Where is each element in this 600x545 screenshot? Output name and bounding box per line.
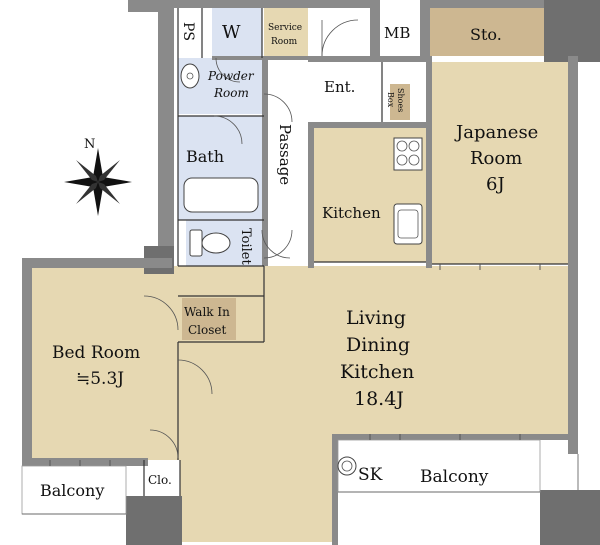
window-ticks (49, 264, 541, 466)
wall-mb-right (420, 0, 430, 62)
wall-service-bottom (212, 56, 310, 60)
label-kitchen: Kitchen (322, 204, 381, 222)
kitchen-sink (393, 203, 423, 245)
shoes-box-floor (390, 84, 410, 120)
label-closet: Clo. (148, 473, 172, 487)
label-service-room-1: Service (268, 23, 302, 33)
label-powder-room-1: Powder (207, 69, 255, 83)
wall-top-right (420, 0, 548, 8)
label-mb: MB (384, 24, 410, 42)
balcony-left-area (21, 465, 127, 515)
wall-bedroom-top (22, 258, 172, 268)
japanese-room-floor (432, 62, 568, 264)
label-powder-room-2: Room (213, 86, 249, 100)
wall-ldk-bottom (336, 434, 570, 440)
label-bedroom-1: Bed Room (52, 343, 140, 363)
stove-top (393, 137, 423, 171)
wall-bedroom-bottom (22, 458, 148, 466)
label-living-4: 18.4J (354, 388, 404, 410)
label-japanese-room-1: Japanese (454, 122, 538, 143)
label-toilet: Toilet (238, 228, 253, 265)
label-bath: Bath (186, 147, 224, 166)
label-walk-in-closet-2: Closet (188, 323, 227, 337)
door-swings (143, 19, 359, 459)
label-living-3: Kitchen (340, 361, 414, 383)
label-balcony-left: Balcony (40, 481, 104, 500)
label-bedroom-2: ≒5.3J (76, 369, 124, 389)
label-shoes-box-1: Shoes (396, 88, 405, 112)
label-service-room-2: Room (271, 37, 298, 47)
balcony-right-area (337, 439, 541, 493)
compass-label: N (84, 137, 95, 152)
wall-kitchen-top (308, 122, 428, 128)
wall-japanese-left (426, 56, 432, 268)
label-living-1: Living (346, 307, 406, 329)
powder-basin (180, 63, 200, 89)
bathtub (183, 177, 259, 213)
toilet-bowl (201, 232, 231, 254)
wall-right (568, 56, 578, 454)
wall-right-pillar-top (544, 0, 600, 62)
service-room-floor (264, 8, 308, 56)
bedroom-floor (30, 266, 178, 462)
label-sk: SK (358, 465, 383, 485)
wall-kitchen-left (308, 122, 314, 268)
storage-floor (430, 8, 544, 56)
label-storage: Sto. (470, 25, 502, 44)
wall-entrance-top (308, 56, 430, 62)
toilet-tank (189, 229, 203, 257)
label-walk-in-closet-1: Walk In (184, 305, 230, 319)
wall-bottom-left-pillar (126, 496, 182, 545)
w-floor (212, 8, 262, 56)
wall-left-upper (158, 0, 174, 268)
compass-rose-icon (64, 148, 132, 216)
living-dining-kitchen-floor (178, 266, 570, 436)
label-living-2: Dining (346, 334, 410, 356)
wall-bath-right (262, 58, 268, 266)
label-passage: Passage (276, 124, 294, 185)
label-ps: PS (180, 22, 196, 41)
label-entrance: Ent. (324, 78, 355, 96)
sk-drain (337, 456, 357, 476)
label-japanese-room-3: 6J (486, 174, 505, 195)
closet-floor (144, 460, 180, 496)
label-balcony-right: Balcony (420, 467, 489, 487)
wall-ldk-step (332, 434, 338, 545)
living-lower-floor (178, 430, 336, 542)
wall-top-mid (172, 0, 372, 8)
wall-bedroom-left (22, 258, 32, 464)
wall-mb-left (370, 0, 380, 58)
wall-bottom-right-pillar (540, 490, 600, 545)
label-japanese-room-2: Room (470, 148, 522, 169)
walk-in-closet-floor (182, 298, 236, 340)
label-shoes-box-2: Box (386, 92, 395, 108)
label-w: W (222, 22, 241, 43)
